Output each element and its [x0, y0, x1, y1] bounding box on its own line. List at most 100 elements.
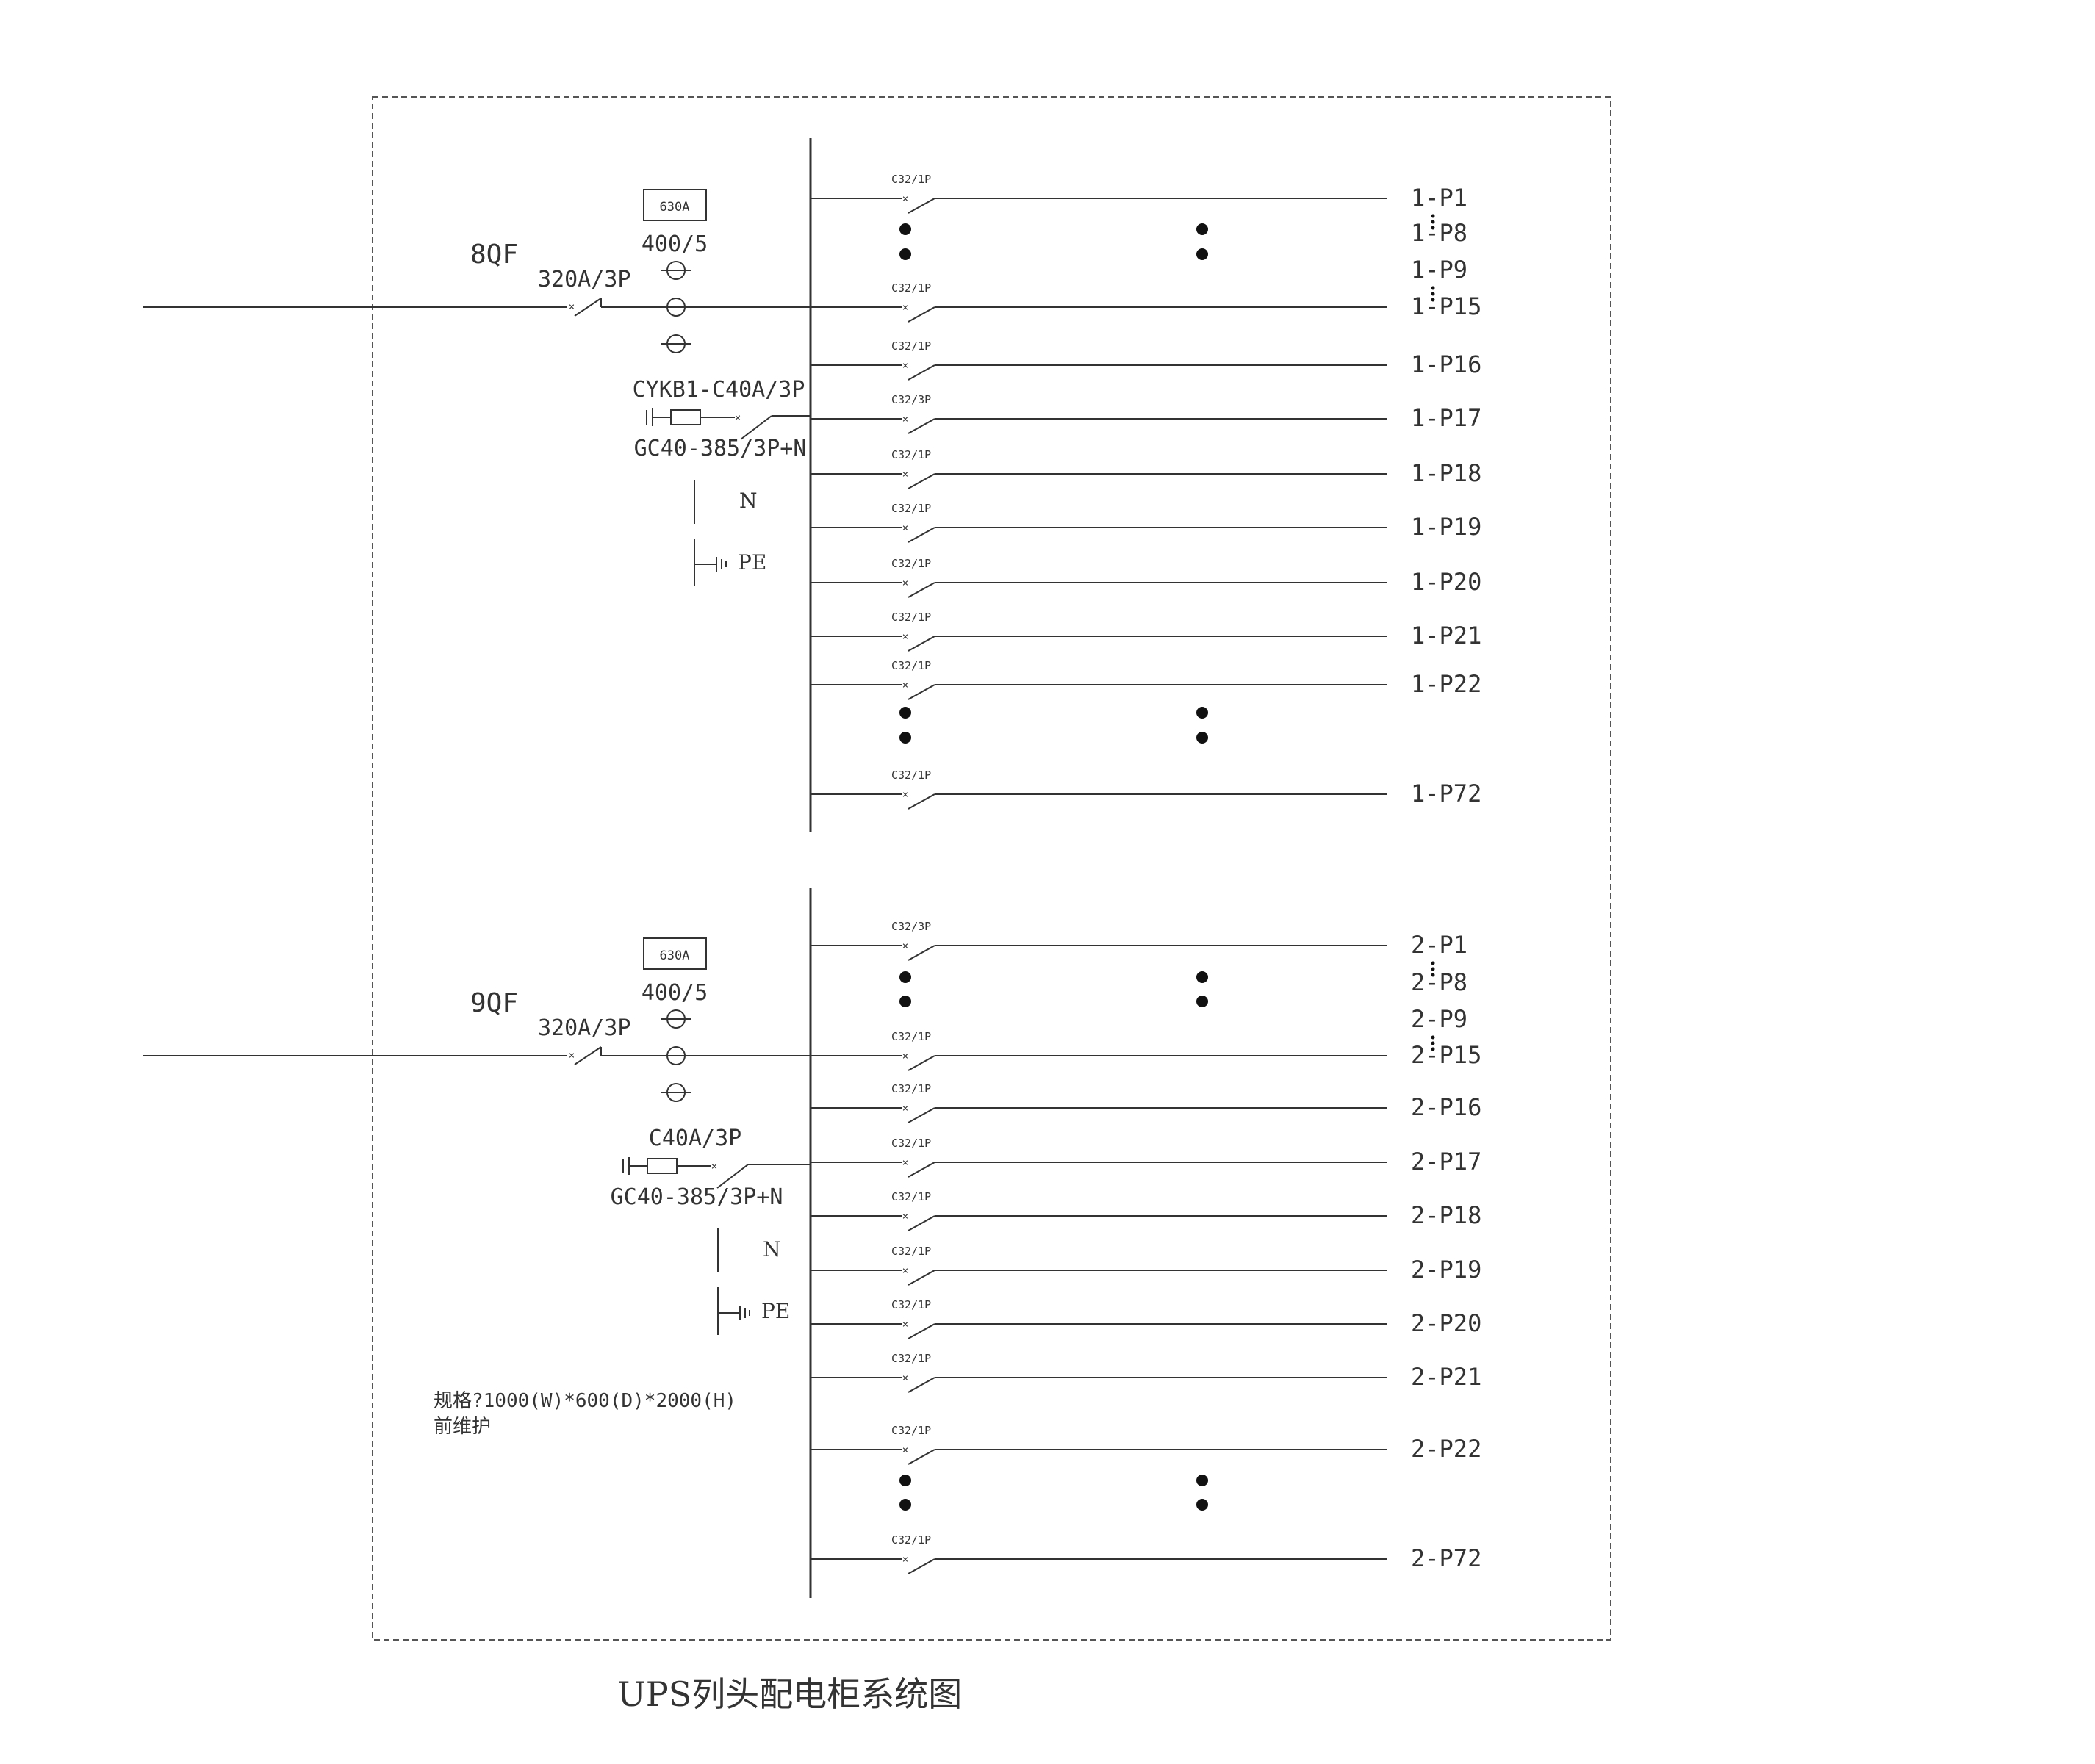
circuit-rating: C32/1P [891, 611, 931, 624]
main-breaker-name: 8QF [470, 240, 518, 270]
ellipsis-dot [1196, 707, 1208, 719]
circuit-label: 1-P16 [1411, 350, 1481, 378]
breaker-mark: × [902, 940, 908, 952]
ellipsis-dot [1196, 1499, 1208, 1511]
circuit-label: 2-P1 [1411, 931, 1467, 959]
circuit-breaker-blade [908, 1323, 935, 1339]
breaker-mark: × [902, 522, 908, 534]
label-ellipsis-dot [1431, 967, 1435, 971]
circuit-label: 1-P15 [1411, 292, 1481, 320]
breaker-mark: × [902, 1444, 908, 1456]
circuit-breaker-blade [908, 684, 935, 700]
circuit-breaker-blade [908, 473, 935, 489]
ellipsis-dot [1196, 248, 1208, 260]
circuit-breaker-blade [908, 1055, 935, 1071]
meter-box-label: 630A [660, 948, 690, 963]
circuit-breaker-blade [908, 1215, 935, 1231]
ct-ratio-label: 400/5 [642, 231, 708, 257]
circuit-label: 1-P17 [1411, 404, 1481, 432]
ellipsis-dot [1196, 732, 1208, 744]
circuit-label: 1-P1 [1411, 184, 1467, 212]
spd-breaker-label: CYKB1-C40A/3P [633, 377, 805, 403]
breaker-mark: × [902, 1211, 908, 1223]
main-breaker-blade [574, 298, 602, 317]
breaker-mark: × [569, 1050, 575, 1062]
circuit-label: 1-P21 [1411, 622, 1481, 649]
ellipsis-dot [899, 248, 911, 260]
circuit-rating: C32/1P [891, 557, 931, 570]
circuit-rating: C32/1P [891, 1424, 931, 1437]
circuit-label: 2-P17 [1411, 1148, 1481, 1176]
circuit-breaker-blade [908, 527, 935, 543]
circuit-breaker-blade [908, 582, 935, 598]
breaker-mark: × [902, 1319, 908, 1331]
breaker-mark: × [902, 789, 908, 801]
circuit-label: 2-P19 [1411, 1256, 1481, 1284]
circuit-label: 2-P18 [1411, 1201, 1481, 1229]
circuit-rating: C32/1P [891, 502, 931, 515]
label-ellipsis-dot [1431, 1041, 1435, 1045]
meter-box [643, 937, 707, 970]
ellipsis-dot [899, 971, 911, 983]
breaker-mark: × [902, 577, 908, 589]
label-ellipsis-dot [1431, 214, 1435, 218]
spd-model-label: GC40-385/3P+N [634, 436, 807, 461]
circuit-label: 1-P18 [1411, 459, 1481, 487]
circuit-rating: C32/1P [891, 1352, 931, 1365]
panels: ×8QF320A/3P630A400/5CYKB1-C40A/3P×GC40-3… [143, 138, 1481, 1598]
circuit-breaker-blade [908, 1162, 935, 1178]
circuit-label: 1-P22 [1411, 670, 1481, 698]
cabinet-spec-line2: 前维护 [434, 1416, 491, 1438]
breaker-mark: × [902, 1372, 908, 1384]
circuit-rating: C32/3P [891, 920, 931, 933]
breaker-mark: × [902, 1103, 908, 1115]
neutral-label: N [763, 1237, 781, 1261]
breaker-mark: × [569, 301, 575, 313]
ellipsis-dot [1196, 996, 1208, 1007]
diagram-title: UPS列头配电柜系统图 [617, 1674, 962, 1714]
main-breaker-rating: 320A/3P [538, 1015, 630, 1041]
meter-box [643, 189, 707, 221]
breaker-mark: × [902, 414, 908, 425]
breaker-mark: × [735, 412, 741, 424]
circuit-label: 2-P16 [1411, 1093, 1481, 1121]
meter-box-label: 630A [660, 200, 690, 215]
ellipsis-dot [899, 1499, 911, 1511]
main-breaker-rating: 320A/3P [538, 267, 630, 292]
circuit-label: 2-P22 [1411, 1435, 1481, 1463]
label-ellipsis-dot [1431, 961, 1435, 965]
ellipsis-dot [899, 996, 911, 1007]
circuit-rating: C32/1P [891, 281, 931, 295]
breaker-mark: × [902, 1051, 908, 1062]
surge-protector [670, 409, 701, 425]
surge-protector [647, 1158, 678, 1174]
circuit-rating: C32/3P [891, 393, 931, 406]
spd-breaker-blade [716, 1164, 749, 1189]
circuit-label: 2-P8 [1411, 968, 1467, 996]
circuit-breaker-blade [908, 793, 935, 810]
circuit-breaker-blade [908, 418, 935, 434]
circuit-rating: C32/1P [891, 1298, 931, 1311]
circuit-breaker-blade [908, 198, 935, 214]
breaker-mark: × [902, 631, 908, 643]
label-ellipsis-dot [1431, 226, 1435, 230]
neutral-label: N [739, 489, 758, 513]
circuit-label: 1-P9 [1411, 256, 1467, 284]
spd-breaker-blade [740, 415, 772, 440]
breaker-mark: × [902, 469, 908, 480]
circuit-breaker-blade [908, 1558, 935, 1574]
circuit-rating: C32/1P [891, 1082, 931, 1095]
ellipsis-dot [899, 732, 911, 744]
ellipsis-dot [1196, 223, 1208, 235]
circuit-breaker-blade [908, 306, 935, 323]
spd-breaker-label: C40A/3P [649, 1126, 741, 1151]
circuit-rating: C32/1P [891, 1245, 931, 1258]
circuit-label: 2-P72 [1411, 1544, 1481, 1572]
label-ellipsis-dot [1431, 1047, 1435, 1051]
circuit-label: 1-P20 [1411, 568, 1481, 596]
ct-ratio-label: 400/5 [642, 980, 708, 1006]
circuit-breaker-blade [908, 1270, 935, 1286]
spd-model-label: GC40-385/3P+N [611, 1184, 783, 1210]
ellipsis-dot [1196, 1475, 1208, 1486]
